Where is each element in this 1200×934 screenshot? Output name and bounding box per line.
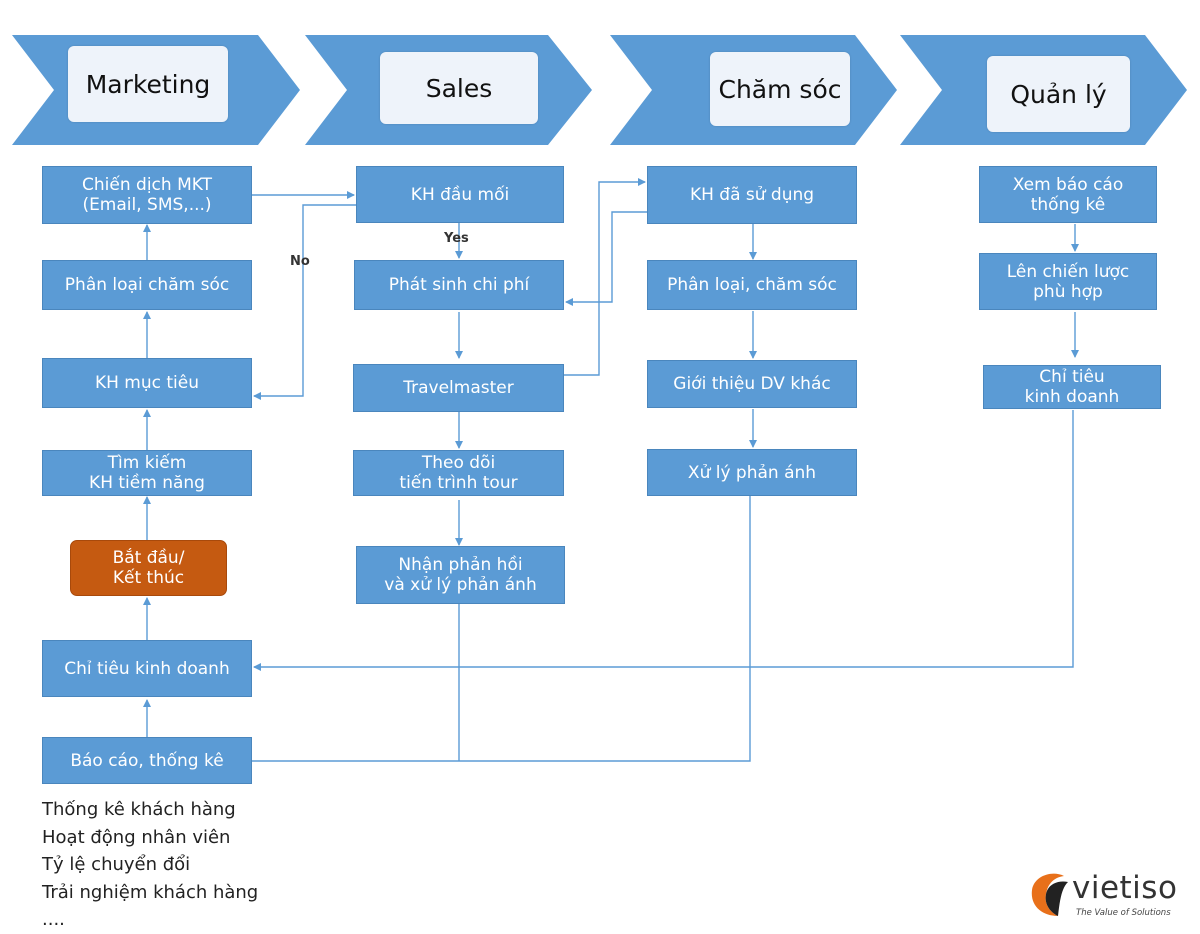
node-feedback-handling: Nhận phản hồi và xử lý phản ánh [356, 546, 565, 604]
logo-tagline: The Value of Solutions [1076, 908, 1171, 918]
node-view-report: Xem báo cáo thống kê [979, 166, 1157, 223]
node-strategy: Lên chiến lược phù hợp [979, 253, 1157, 310]
node-campaign-mkt: Chiến dịch MKT (Email, SMS,...) [42, 166, 252, 224]
node-report-stats: Báo cáo, thống kê [42, 737, 252, 784]
node-handle-complaint: Xử lý phản ánh [647, 449, 857, 496]
node-intro-services: Giới thiệu DV khác [647, 360, 857, 408]
node-business-kpi: Chỉ tiêu kinh doanh [42, 640, 252, 697]
list-item: Trải nghiệm khách hàng [42, 881, 259, 903]
stage-label-management: Quản lý [987, 56, 1130, 132]
node-classify-care: Phân loại chăm sóc [42, 260, 252, 310]
node-target-customer: KH mục tiêu [42, 358, 252, 408]
edge-label-no: No [290, 254, 310, 269]
logo-wordmark: vietiso [1072, 870, 1178, 906]
node-track-tour: Theo dõi tiến trình tour [353, 450, 564, 496]
node-used-customer: KH đã sử dụng [647, 166, 857, 224]
report-metrics-list: Thống kê khách hàng Hoạt động nhân viên … [42, 796, 258, 934]
node-mgmt-kpi: Chỉ tiêu kinh doanh [983, 365, 1161, 409]
list-item: Hoạt động nhân viên [42, 826, 231, 848]
list-item: Tỷ lệ chuyển đổi [42, 854, 191, 875]
node-start-end: Bắt đầu/ Kết thúc [70, 540, 227, 596]
logo-mark-icon [1031, 873, 1068, 916]
vietiso-logo: vietiso The Value of Solutions [1028, 868, 1188, 920]
list-item: Thống kê khách hàng [42, 799, 236, 820]
stage-label-care: Chăm sóc [710, 52, 850, 126]
node-cost-incurred: Phát sinh chi phí [354, 260, 564, 310]
stage-label-sales: Sales [380, 52, 538, 124]
node-travelmaster: Travelmaster [353, 364, 564, 412]
node-classify-care-2: Phân loại, chăm sóc [647, 260, 857, 310]
list-item: .... [42, 909, 65, 930]
stage-label-marketing: Marketing [68, 46, 228, 122]
node-lead-customer: KH đầu mối [356, 166, 564, 223]
node-search-potential: Tìm kiếm KH tiềm năng [42, 450, 252, 496]
edge-label-yes: Yes [444, 231, 469, 246]
